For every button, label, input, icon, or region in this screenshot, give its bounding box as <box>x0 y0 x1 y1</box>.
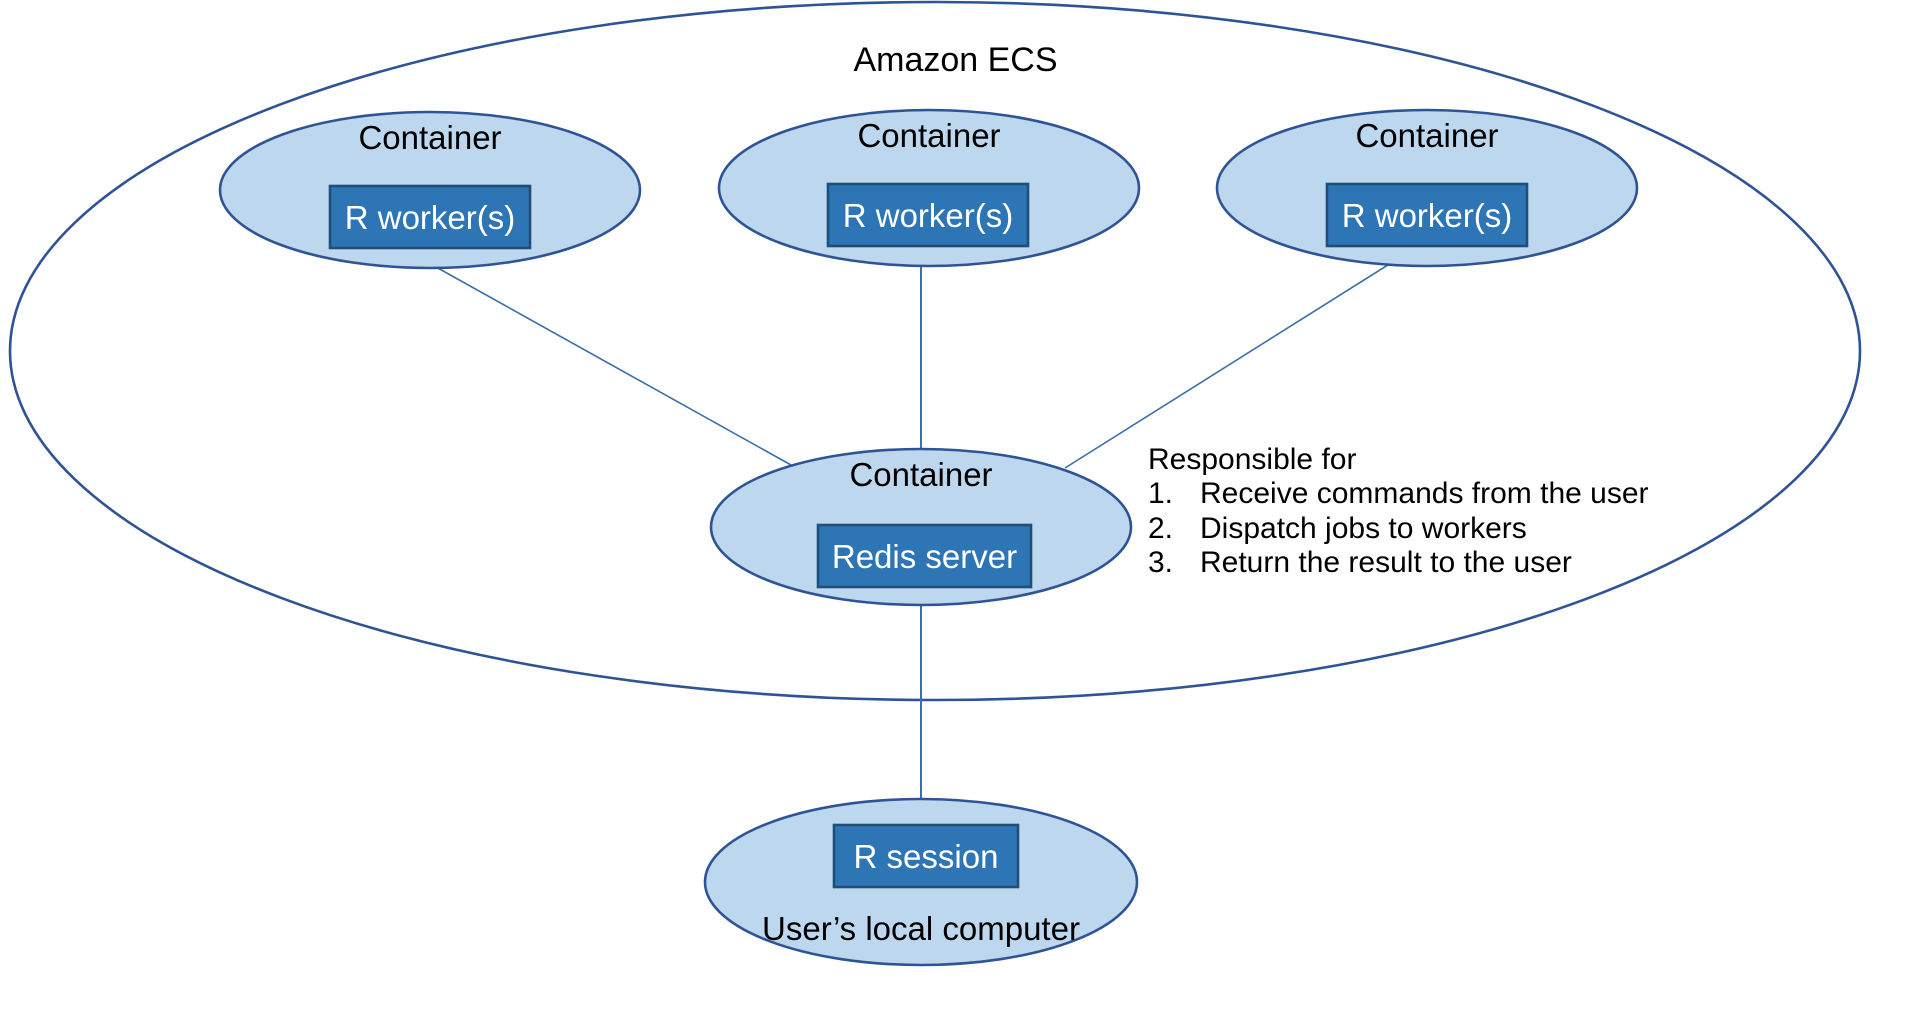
box-r-session[interactable] <box>832 823 1020 889</box>
box-redis-server[interactable] <box>816 523 1033 589</box>
amazon-ecs-boundary-ellipse <box>8 0 1862 702</box>
connector-worker1-redis <box>426 261 801 471</box>
connector-worker3-redis <box>1064 257 1400 469</box>
box-r-workers-1[interactable] <box>328 184 532 250</box>
box-r-workers-2[interactable] <box>826 182 1030 248</box>
box-r-workers-3[interactable] <box>1325 182 1529 248</box>
